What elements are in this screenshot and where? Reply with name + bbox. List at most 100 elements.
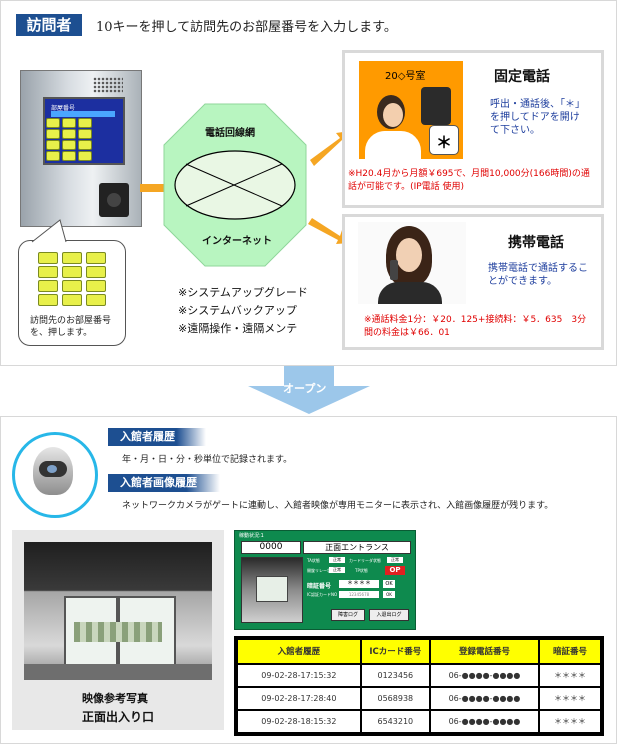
callout-text: 訪問先のお部屋番号を、押します。 (30, 316, 112, 338)
device-key (46, 151, 60, 161)
entrance-photo (24, 542, 212, 680)
mobile-phone-desc: 携帯電話で通話することができます。 (488, 263, 588, 287)
open-arrow (248, 366, 370, 414)
access-log-button[interactable]: 入退出ログ (369, 609, 409, 621)
fixed-phone-note: ※H20.4月から月額￥695で、月間10,000分(166時間)の通話が可能で… (348, 169, 590, 192)
keypad-key (86, 266, 106, 278)
device-key (78, 118, 92, 128)
open-arrow-label: オープン (283, 382, 327, 395)
feature-2: ※システムバックアップ (178, 304, 297, 317)
fixed-phone-image: 20◇号室 ＊ (359, 61, 463, 159)
visitor-badge: 訪問者 (16, 14, 82, 36)
monitor-r2c: TP状態 (355, 568, 368, 573)
monitor-pin-label: 暗証番号 (307, 583, 332, 590)
entry-history-desc: 年・月・日・分・秒単位で記録されます。 (122, 455, 293, 465)
monitor-status: 稼動状況:1 (239, 533, 264, 539)
keypad-key (38, 266, 58, 278)
keypad-key (86, 252, 106, 264)
col-entry: 入館者履歴 (236, 638, 362, 665)
monitor-pin-value: ＊＊＊＊ (339, 580, 379, 588)
cell-time: 09-02-28-18:15:32 (236, 708, 362, 735)
cell-time: 09-02-28-17:28:40 (236, 685, 362, 711)
keypad-title: 部屋番号 (51, 105, 76, 112)
keypad-key (86, 294, 106, 306)
monitor-card-value: 12345678 (339, 591, 379, 598)
table-row: 09-02-28-18:15:32 6543210 06-●●●●-●●●● ＊… (236, 708, 602, 735)
monitor-r2d: OP (385, 566, 405, 575)
monitor-window: 稼動状況:1 0000 正面エントランス TA状態 正常 カードリーダ状態 正常… (234, 530, 416, 630)
image-history-label: 入館者画像履歴 (108, 474, 220, 492)
device-key (46, 129, 60, 139)
keypad-key (38, 252, 58, 264)
monitor-r1b: 正常 (329, 557, 345, 563)
cell-time: 09-02-28-17:15:32 (236, 662, 362, 688)
device-key (78, 140, 92, 150)
device-key (62, 140, 76, 150)
table-row: 09-02-28-17:15:32 0123456 06-●●●●-●●●● ＊… (236, 662, 602, 688)
feature-1: ※システムアップグレード (178, 286, 308, 299)
cell-pin: ＊＊＊＊ (538, 685, 602, 711)
monitor-location: 正面エントランス (303, 541, 411, 554)
cell-phone: 06-●●●●-●●●● (428, 708, 541, 735)
entry-history-label: 入館者履歴 (108, 428, 206, 446)
desk-phone-icon (421, 87, 451, 125)
monitor-code: 0000 (241, 541, 301, 554)
fixed-phone-title: 固定電話 (494, 69, 550, 85)
monitor-r1c: カードリーダ状態 (349, 558, 381, 563)
cell-card: 0123456 (359, 662, 431, 688)
monitor-pin-ok: OK (383, 580, 395, 588)
device-key (78, 129, 92, 139)
mobile-phone-note: ※通話料金1分：￥20．125+接続料：￥5．635 3分間の料金は￥66．01 (364, 315, 587, 338)
keypad-key (62, 294, 82, 306)
fixed-phone-desc: 呼出・通話後、「＊」を押してドアを開けて下さい。 (490, 99, 585, 136)
history-table: 入館者履歴 ICカード番号 登録電話番号 暗証番号 09-02-28-17:15… (234, 636, 604, 736)
monitor-card-label: IC認証カードNO (307, 592, 338, 597)
photo-caption-1: 映像参考写真 (82, 692, 148, 705)
device-key (62, 118, 76, 128)
feature-3: ※遠隔操作・遠隔メンテ (178, 322, 298, 335)
intercom-panel: 部屋番号 (20, 70, 142, 227)
operator-face (383, 103, 403, 127)
keypad-display (51, 111, 115, 117)
speaker-grille-icon (93, 77, 123, 93)
keypad-key (62, 280, 82, 292)
caller-body (378, 282, 442, 304)
caller-face (396, 238, 422, 272)
col-pin: 暗証番号 (538, 638, 602, 665)
room-label: 20◇号室 (385, 71, 426, 82)
device-key (62, 151, 76, 161)
keypad-key (62, 252, 82, 264)
monitor-r2a: 開錠リレー状態 (307, 568, 335, 573)
monitor-r1d: 正常 (387, 557, 403, 563)
keypad-key (62, 266, 82, 278)
network-bottom-label: インターネット (202, 236, 272, 247)
network-octagon (163, 103, 307, 267)
mobile-phone-icon (390, 260, 398, 280)
cell-pin: ＊＊＊＊ (538, 708, 602, 735)
keypad-key (38, 280, 58, 292)
col-phone: 登録電話番号 (428, 638, 541, 665)
cell-card: 0568938 (359, 685, 431, 711)
cell-phone: 06-●●●●-●●●● (428, 685, 541, 711)
history-table-grid: 入館者履歴 ICカード番号 登録電話番号 暗証番号 09-02-28-17:15… (236, 638, 602, 735)
network-top-label: 電話回線網 (205, 128, 255, 139)
device-key (46, 118, 60, 128)
image-history-desc: ネットワークカメラがゲートに連動し、入館者映像が専用モニターに表示され、入館画像… (122, 501, 554, 511)
monitor-card-ok: OK (383, 591, 395, 598)
keypad-key (38, 294, 58, 306)
photo-caption-2: 正面出入り口 (82, 710, 155, 724)
visitor-heading: 10キーを押して訪問先のお部屋番号を入力します。 (96, 20, 397, 35)
star-key-icon: ＊ (436, 133, 453, 152)
table-row: 09-02-28-17:28:40 0568938 06-●●●●-●●●● ＊… (236, 685, 602, 711)
mobile-phone-title: 携帯電話 (508, 235, 564, 251)
cell-pin: ＊＊＊＊ (538, 662, 602, 688)
device-key (46, 140, 60, 150)
device-key (62, 129, 76, 139)
cell-phone: 06-●●●●-●●●● (428, 662, 541, 688)
keypad-key (86, 280, 106, 292)
device-key (78, 151, 92, 161)
star-key-box: ＊ (429, 125, 459, 155)
card-reader (99, 183, 129, 217)
fault-log-button[interactable]: 障害ログ (331, 609, 365, 621)
monitor-r1a: TA状態 (307, 558, 320, 563)
